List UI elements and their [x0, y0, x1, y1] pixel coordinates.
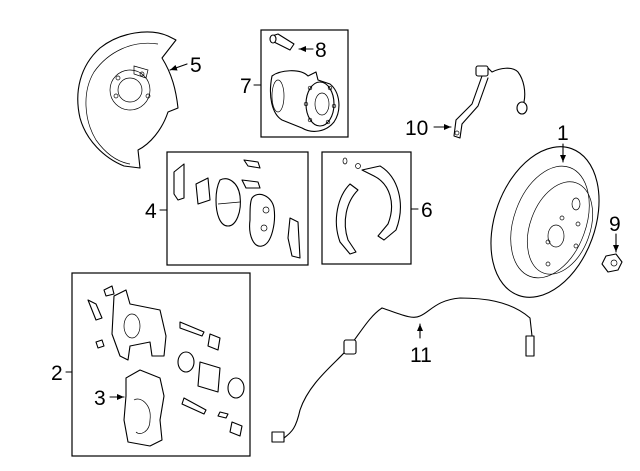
- splash-shield[interactable]: [77, 31, 179, 169]
- brake-hose[interactable]: [453, 65, 528, 139]
- wheel-stud[interactable]: [269, 33, 295, 51]
- parking-brake-shoes[interactable]: [335, 157, 401, 255]
- callout-11: 11: [410, 344, 432, 367]
- callout-6: 6: [421, 199, 433, 222]
- brake-rotor[interactable]: [471, 132, 618, 313]
- caliper-assembly[interactable]: [87, 285, 245, 437]
- abs-sensor[interactable]: [271, 297, 535, 443]
- brake-shoe-box: [321, 151, 412, 265]
- callout-9: 9: [609, 213, 621, 236]
- lug-nut[interactable]: [601, 253, 623, 273]
- hub-bearing-assembly[interactable]: [269, 70, 340, 132]
- brake-pad-box: [166, 151, 309, 266]
- brake-pad-set[interactable]: [173, 159, 301, 259]
- callout-8: 8: [315, 39, 327, 62]
- callout-1: 1: [557, 122, 569, 145]
- caliper-box: [71, 272, 251, 457]
- callout-7: 7: [240, 75, 252, 98]
- caliper-support-bracket[interactable]: [123, 369, 165, 447]
- hub-assembly-box: [260, 29, 349, 138]
- callout-5: 5: [190, 54, 202, 77]
- callout-3: 3: [94, 387, 106, 410]
- callout-4: 4: [145, 200, 157, 223]
- callout-2: 2: [51, 362, 63, 385]
- callout-10: 10: [405, 117, 428, 140]
